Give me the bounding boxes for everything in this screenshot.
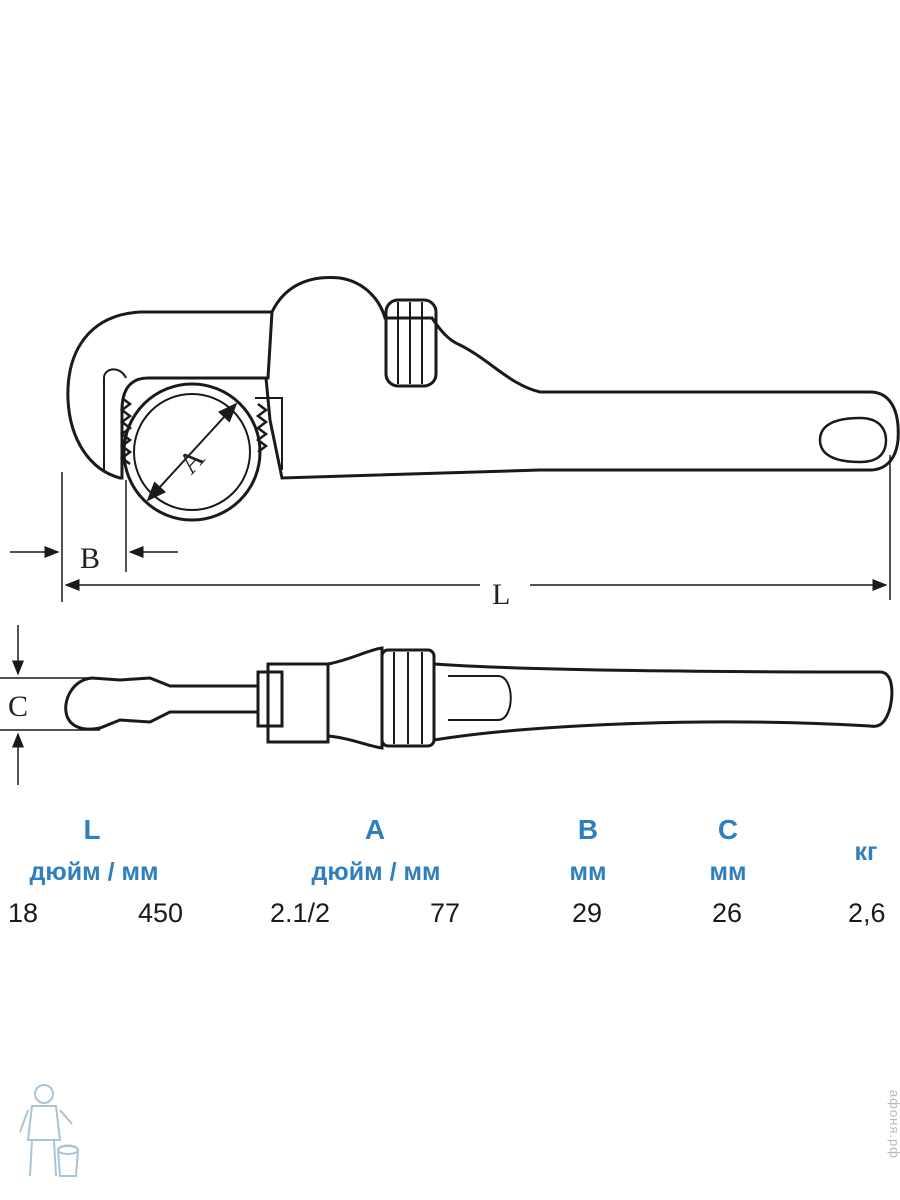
dim-a-label: A xyxy=(172,442,211,480)
pipe-inner xyxy=(133,393,251,511)
header-c: C xyxy=(717,814,739,845)
top-nut xyxy=(380,648,436,748)
header-b: B xyxy=(577,814,599,845)
header-l: L xyxy=(83,814,101,845)
top-slot xyxy=(448,675,512,721)
value-kg: 2,6 xyxy=(848,898,886,928)
header-a-unit: дюйм / мм xyxy=(311,858,441,886)
dim-b xyxy=(10,472,178,602)
dim-l xyxy=(64,455,891,600)
wrench-top-view xyxy=(64,646,894,750)
value-l-inch: 18 xyxy=(8,898,39,928)
header-c-unit: мм xyxy=(709,858,747,886)
lower-teeth xyxy=(255,403,269,453)
value-c-mm: 26 xyxy=(712,898,743,928)
dim-c-label: C xyxy=(8,690,28,723)
value-b-mm: 29 xyxy=(572,898,603,928)
header-kg: кг xyxy=(854,838,878,866)
dim-b-label: B xyxy=(80,542,100,575)
plumber-mascot-logo xyxy=(19,1084,80,1177)
wrench-side-view xyxy=(66,275,900,522)
dim-c xyxy=(0,625,100,785)
top-handle xyxy=(433,662,894,742)
value-l-mm: 450 xyxy=(138,898,184,928)
hook-jaw xyxy=(66,310,274,480)
header-b-unit: мм xyxy=(569,858,607,886)
handle-hole xyxy=(818,416,888,464)
value-a-mm: 77 xyxy=(430,898,461,928)
adjust-nut xyxy=(384,298,438,388)
top-collar xyxy=(327,646,384,750)
dim-l-label: L xyxy=(492,578,510,611)
pipe-wrench-drawing: A B L C xyxy=(0,275,900,785)
watermark-text: афоня.рф xyxy=(887,1090,900,1159)
dim-a-arrow xyxy=(146,402,238,502)
header-a: A xyxy=(364,814,386,845)
top-jaw xyxy=(64,676,260,731)
pipe-outer xyxy=(122,382,262,522)
header-l-unit: дюйм / мм xyxy=(29,858,159,886)
value-a-inch: 2.1/2 xyxy=(270,898,331,928)
wrench-body xyxy=(264,275,900,480)
